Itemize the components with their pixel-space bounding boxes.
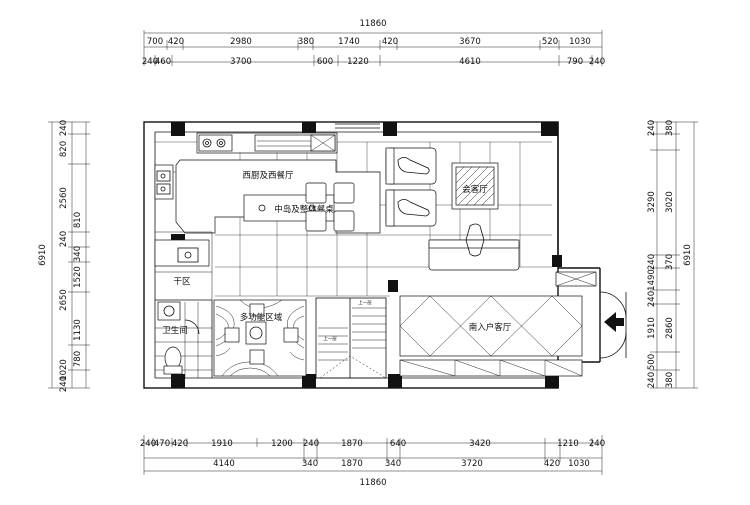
room-label-living: 会客厅 [462, 184, 488, 195]
dim-bot-r1-8: 3420 [469, 439, 491, 449]
left-dimensions: 6910 240 820 2560 240 810 340 1520 2650 … [38, 120, 90, 392]
dim-right-8: 1910 [647, 317, 657, 339]
window-strip [335, 123, 380, 129]
dim-top-r1-4: 1740 [338, 37, 360, 47]
room-label-island: 中岛及整体餐桌 [274, 204, 334, 215]
dim-right-overall: 6910 [683, 244, 693, 266]
kitchen-counter [196, 132, 338, 154]
dim-bot-overall: 11860 [359, 478, 386, 488]
dim-right-1: 380 [665, 120, 675, 136]
dim-left-6: 1520 [73, 266, 83, 288]
dim-left-7: 2650 [59, 289, 69, 311]
dim-top-r1-2: 2980 [230, 37, 252, 47]
dim-bot-r1-6: 1870 [341, 439, 363, 449]
dim-bot-r2-5: 420 [544, 459, 560, 469]
sink-counter [154, 164, 213, 300]
dim-top-overall: 11860 [359, 19, 386, 29]
top-dimensions: 11860 700 420 2980 380 1740 420 3670 520… [142, 19, 605, 67]
dim-left-2: 2560 [59, 187, 69, 209]
dim-top-r1-7: 520 [542, 37, 558, 47]
dim-bot-r1-4: 1200 [271, 439, 293, 449]
dim-bot-r1-7: 640 [390, 439, 406, 449]
dim-right-0: 240 [647, 120, 657, 136]
stair-label-down: 上一层 [323, 335, 337, 342]
dim-left-8: 1130 [73, 319, 83, 341]
dim-top-r2-0: 240 [142, 57, 158, 67]
room-label-entrance: 南入户客厅 [469, 322, 512, 333]
entrance-door [599, 291, 627, 359]
dim-bot-r2-3: 340 [385, 459, 401, 469]
dim-bot-r1-9: 1210 [557, 439, 579, 449]
room-label-multi: 多功能区域 [240, 312, 283, 323]
dim-left-10: 1020 [59, 359, 69, 381]
dim-top-r2-1: 460 [155, 57, 171, 67]
dim-top-r2-4: 1220 [347, 57, 369, 67]
dim-top-r1-1: 420 [168, 37, 184, 47]
dim-left-3: 240 [59, 231, 69, 247]
multi-function-area [213, 299, 307, 377]
dim-left-11: 240 [59, 376, 69, 392]
dim-top-r2-2: 3700 [230, 57, 252, 67]
dim-bot-r1-5: 240 [303, 439, 319, 449]
dim-bot-r1-10: 240 [589, 439, 605, 449]
dim-right-2: 3290 [647, 191, 657, 213]
right-dimensions: 240 380 3290 3020 240 370 1490 240 1910 … [647, 120, 698, 389]
room-label-bath: 卫生间 [162, 325, 188, 336]
dim-bot-r2-1: 340 [302, 459, 318, 469]
room-label-western-kitchen: 西厨及西餐厅 [242, 171, 294, 181]
dim-bot-r1-0: 240 [140, 439, 156, 449]
dim-top-r2-3: 600 [317, 57, 333, 67]
dim-bot-r2-2: 1870 [341, 459, 363, 469]
stair-label-up: 上一层 [358, 299, 372, 306]
dim-right-4: 240 [647, 254, 657, 270]
dim-right-11: 240 [647, 372, 657, 388]
dim-bot-r2-0: 4140 [213, 459, 235, 469]
dim-bot-r2-6: 1030 [568, 459, 590, 469]
dim-top-r1-3: 380 [298, 37, 314, 47]
dim-top-r2-6: 790 [567, 57, 583, 67]
dim-left-1: 820 [59, 141, 69, 157]
dim-left-overall: 6910 [38, 244, 48, 266]
staircase [315, 297, 387, 379]
dim-top-r1-0: 700 [147, 37, 163, 47]
bar-stools [305, 182, 355, 232]
dim-right-6: 1490 [647, 269, 657, 291]
dim-top-r1-5: 420 [382, 37, 398, 47]
living-area [385, 147, 520, 271]
dim-bot-r1-1: 470 [154, 439, 170, 449]
dim-top-r2-7: 240 [589, 57, 605, 67]
room-label-utility: 干区 [173, 277, 191, 287]
dim-left-4: 810 [73, 212, 83, 228]
dim-top-r2-5: 4610 [459, 57, 481, 67]
dim-bot-r2-4: 3720 [461, 459, 483, 469]
dim-right-9: 2860 [665, 317, 675, 339]
entrance-hall [399, 271, 597, 377]
dim-bot-r1-3: 1910 [211, 439, 233, 449]
dim-top-r1-8: 1030 [569, 37, 591, 47]
dim-top-r1-6: 3670 [459, 37, 481, 47]
bottom-dimensions: 240 470 420 1910 1200 240 1870 640 3420 … [140, 435, 605, 488]
dim-right-12: 380 [665, 372, 675, 388]
dim-bot-r1-2: 420 [172, 439, 188, 449]
dim-right-3: 3020 [665, 191, 675, 213]
dim-right-10: 500 [647, 354, 657, 370]
dim-left-9: 780 [73, 351, 83, 367]
dim-left-0: 240 [59, 120, 69, 136]
dim-right-7: 240 [647, 291, 657, 307]
dim-left-5: 340 [73, 246, 83, 262]
dim-right-5: 370 [665, 254, 675, 270]
bathroom [155, 299, 213, 378]
